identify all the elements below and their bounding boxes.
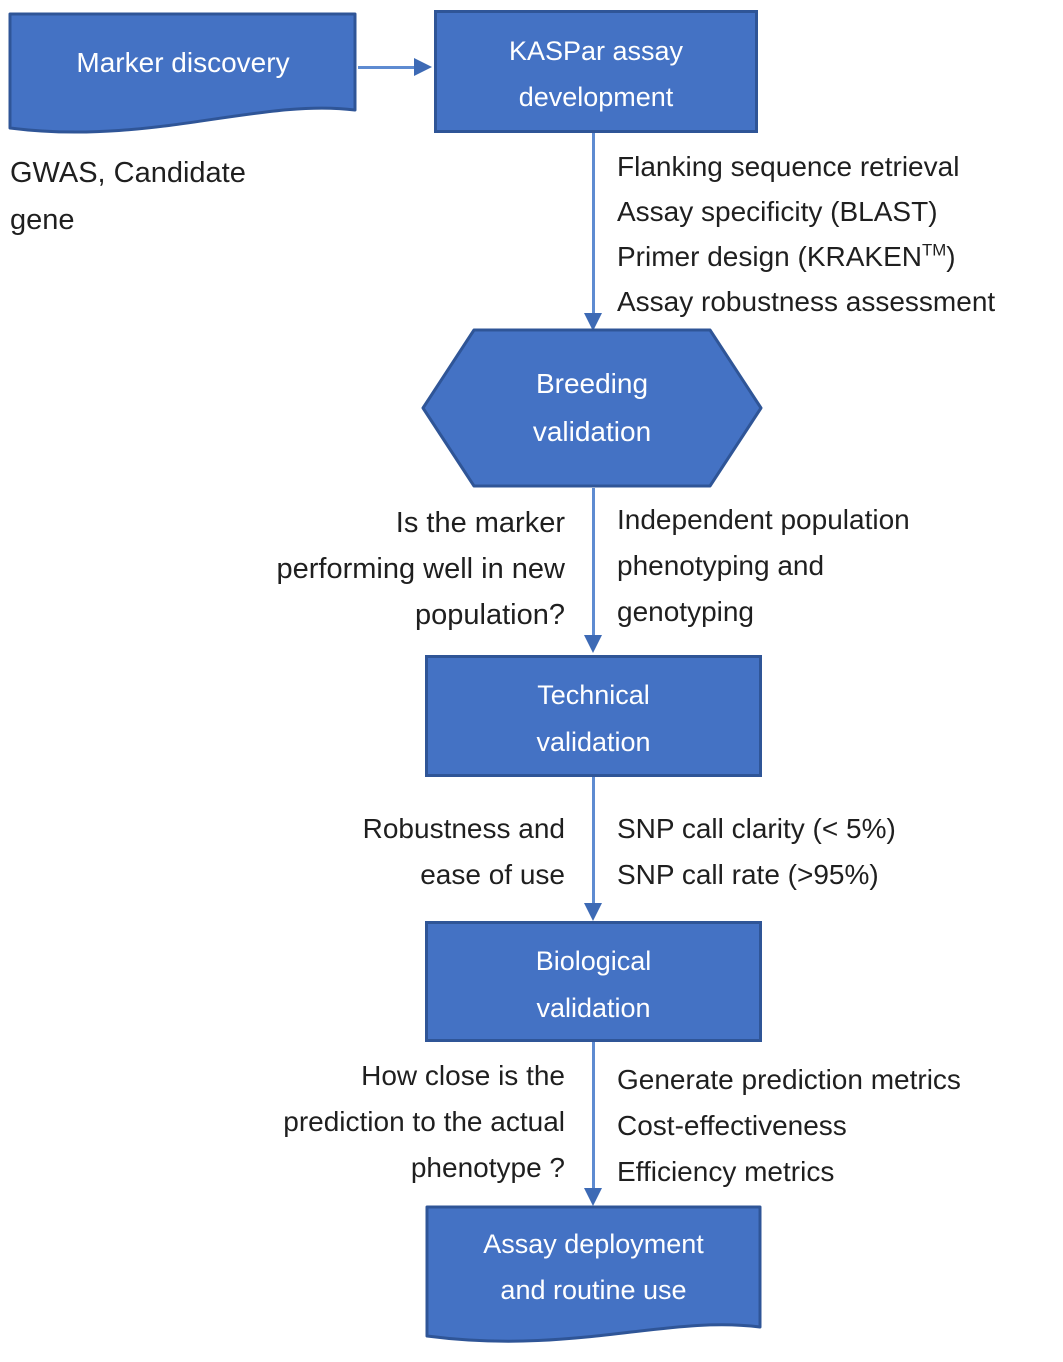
arrow-biological-to-deployment-head: [584, 1188, 602, 1206]
note-line: SNP call rate (>95%): [617, 859, 879, 890]
note-line: Independent population: [617, 504, 910, 535]
note-line: Efficiency metrics: [617, 1156, 835, 1187]
note-line: Is the marker: [395, 507, 565, 539]
note-line: performing well in new: [276, 553, 565, 585]
technical-question-note: Robustness and ease of use: [150, 806, 565, 898]
arrow-kaspar-to-breeding-head: [584, 313, 602, 331]
note-line: Robustness and: [362, 813, 565, 844]
arrow-breeding-to-technical-head: [584, 635, 602, 653]
note-line: phenotyping and: [617, 550, 825, 581]
arrow-technical-to-biological-line: [592, 777, 595, 904]
note-line: How close is the: [361, 1060, 565, 1091]
note-line: population?: [415, 599, 565, 631]
biological-steps-note: Generate prediction metrics Cost-effecti…: [617, 1057, 961, 1195]
arrow-marker-to-kaspar-line: [358, 66, 416, 69]
note-line: Generate prediction metrics: [617, 1064, 961, 1095]
note-line: prediction to the actual: [283, 1106, 565, 1137]
technical-steps-note: SNP call clarity (< 5%) SNP call rate (>…: [617, 806, 896, 898]
arrow-biological-to-deployment-line: [592, 1042, 595, 1189]
breeding-question-note: Is the marker performing well in new pop…: [150, 500, 565, 638]
note-line: ease of use: [420, 859, 565, 890]
note-line: Assay robustness assessment: [617, 286, 996, 317]
note-line: SNP call clarity (< 5%): [617, 813, 896, 844]
kraken-prefix: Primer design (KRAKEN: [617, 241, 922, 272]
note-line: gene: [10, 204, 75, 236]
kraken-suffix: ): [946, 241, 956, 272]
note-line: Cost-effectiveness: [617, 1110, 847, 1141]
kaspar-node: [434, 10, 758, 133]
arrow-kaspar-to-breeding-line: [592, 133, 595, 314]
arrow-breeding-to-technical-line: [592, 488, 595, 636]
note-line-kraken: Primer design (KRAKENTM): [617, 234, 995, 279]
note-line: Assay specificity (BLAST): [617, 196, 938, 227]
biological-question-note: How close is the prediction to the actua…: [150, 1053, 565, 1191]
kaspar-steps-note: Flanking sequence retrieval Assay specif…: [617, 144, 995, 324]
marker-discovery-document-shape: [8, 12, 357, 134]
note-line: genotyping: [617, 596, 755, 627]
breeding-hexagon-shape: [421, 328, 763, 488]
technical-node: [425, 655, 762, 777]
marker-source-note: GWAS, Candidate gene: [10, 150, 246, 244]
note-line: GWAS, Candidate: [10, 157, 246, 189]
kraken-tm-superscript: TM: [921, 240, 947, 260]
biological-node: [425, 921, 762, 1042]
note-line: phenotype ?: [410, 1152, 565, 1183]
deployment-document-shape: [425, 1205, 762, 1343]
arrow-technical-to-biological-head: [584, 903, 602, 921]
note-line: Flanking sequence retrieval: [617, 151, 960, 182]
breeding-steps-note: Independent population phenotyping and g…: [617, 497, 910, 635]
arrow-marker-to-kaspar-head: [414, 58, 432, 76]
